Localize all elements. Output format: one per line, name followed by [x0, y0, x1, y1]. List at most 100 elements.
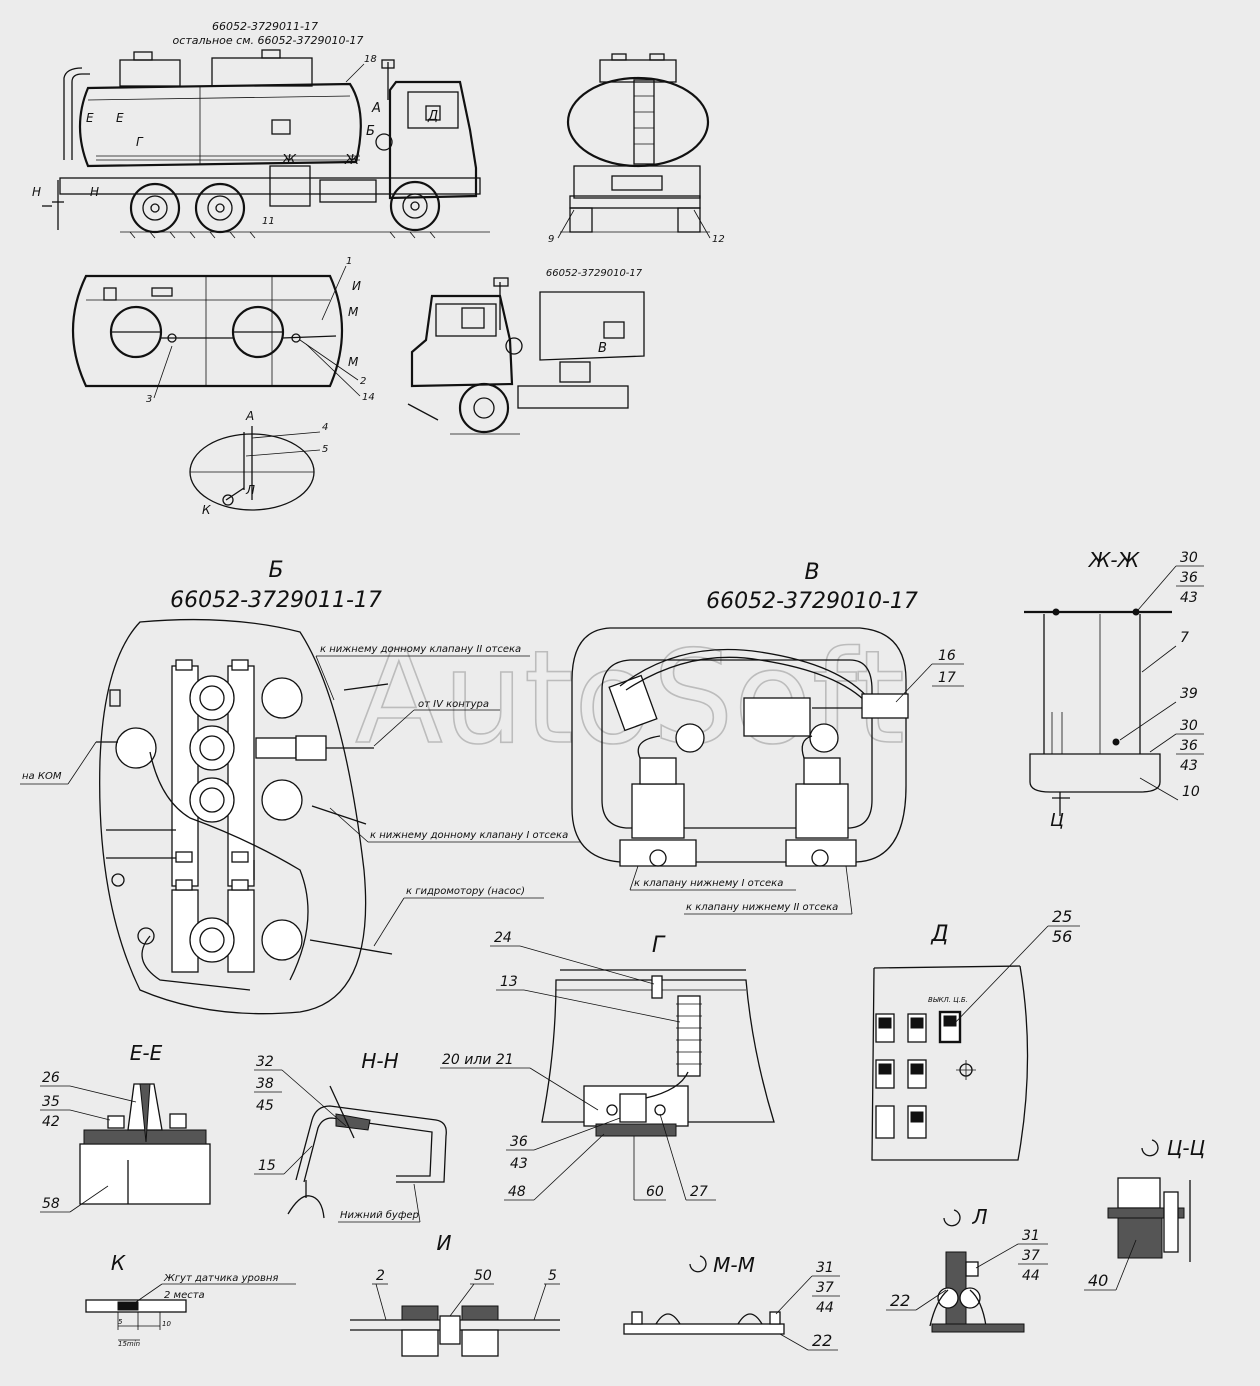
marker-M-bottom: М	[348, 355, 359, 369]
zhzh-callout-43-bottom: 43	[1180, 758, 1198, 774]
marker-D: Д	[427, 109, 438, 124]
marker-A-section: А	[245, 409, 254, 423]
callout-9: 9	[548, 234, 554, 245]
switch-label: ВЫКЛ. Ц.Б.	[928, 996, 968, 1004]
callout-3: 3	[146, 394, 152, 405]
view-I-detail: И 2 50 5	[350, 1231, 560, 1357]
view-ZhZh-section: Ж-Ж Ц 30 36 43 7 39 30 36 43 10	[1024, 548, 1204, 831]
view-L-detail: Л 31 37 44 22	[886, 1205, 1048, 1333]
callout-11: 11	[262, 216, 275, 227]
zhzh-callout-43-top: 43	[1180, 590, 1198, 606]
view-EE-title: Е-Е	[130, 1041, 163, 1065]
marker-I: И	[352, 279, 361, 293]
view-G-title: Г	[652, 933, 666, 958]
marker-M-top: М	[348, 305, 359, 319]
tank-cross-section: А 4 5 К Л	[189, 409, 328, 517]
tanker-rear-view: 9 12	[548, 53, 725, 245]
nn-callout-38: 38	[256, 1076, 274, 1092]
view-K-detail: К 5 10 15min Жгут датчика уровня 2 места	[85, 1251, 296, 1348]
l-callout-22: 22	[890, 1291, 910, 1310]
cabin-view: 66052-3729010-17 В	[407, 268, 645, 435]
l-callout-31: 31	[1022, 1228, 1040, 1244]
marker-V: В	[598, 341, 607, 356]
view-V-subtitle: 66052-3729010-17	[706, 589, 918, 614]
d-callout-56: 56	[1052, 927, 1072, 946]
marker-E-left: Е	[86, 111, 94, 125]
zhzh-callout-30-top: 30	[1180, 550, 1198, 566]
g-callout-43: 43	[510, 1156, 528, 1172]
view-B-subtitle: 66052-3729011-17	[170, 588, 382, 613]
view-D-switch-panel: Д ВЫКЛ. Ц.Б. 25 56	[871, 907, 1080, 1161]
nn-buffer-label: Нижний буфер	[340, 1209, 419, 1221]
annotation-from-circuit-4: от IV контура	[418, 699, 489, 710]
annotation-lower-valve-2: к нижнему донному клапану II отсека	[320, 644, 521, 655]
marker-N-left: Н	[32, 185, 41, 199]
tsts-callout-40: 40	[1088, 1271, 1108, 1290]
switch-grid	[875, 1010, 962, 1139]
view-V-solenoid-block: В 66052-3729010-17 16 17 к клапану нижне…	[571, 560, 964, 915]
g-callout-24: 24	[494, 930, 512, 946]
annotation-to-kom: на КОМ	[22, 771, 62, 782]
view-ZhZh-title: Ж-Ж	[1087, 548, 1141, 572]
view-D-title: Д	[930, 922, 948, 947]
nn-callout-45: 45	[256, 1098, 274, 1114]
marker-N-right: Н	[90, 185, 99, 199]
marker-E-right: Е	[116, 111, 124, 125]
header-model-line1: 66052-3729011-17	[212, 20, 318, 33]
annotation-v-valve-2: к клапану нижнему II отсека	[686, 902, 838, 913]
ee-callout-42: 42	[42, 1114, 60, 1130]
view-EE-section: Е-Е 26 35 42 58	[40, 1041, 211, 1213]
view-NN-section: Н-Н 32 38 45 15 Нижний буфер	[254, 1049, 447, 1223]
tank-plan-view: 1 2 3 14 И М М	[72, 256, 375, 405]
ee-callout-26: 26	[42, 1070, 60, 1086]
annotation-hydromotor: к гидромотору (насос)	[406, 886, 525, 897]
marker-A: А	[371, 101, 381, 116]
k-dim-15: 15min	[118, 1340, 140, 1348]
g-callout-36: 36	[510, 1134, 528, 1150]
mm-callout-22: 22	[812, 1331, 832, 1350]
view-B-title: Б	[268, 558, 283, 583]
view-TsTs-detail: Ц-Ц 40	[1084, 1136, 1205, 1291]
marker-B: Б	[366, 124, 375, 139]
view-L-title: Л	[971, 1205, 987, 1229]
callout-16: 16	[938, 648, 956, 664]
annotation-lower-valve-1: к нижнему донному клапану I отсека	[370, 830, 568, 841]
zhzh-callout-7: 7	[1180, 630, 1189, 646]
callout-1: 1	[346, 256, 352, 267]
nn-callout-32: 32	[256, 1054, 274, 1070]
marker-K: К	[202, 503, 211, 517]
header-model-line2: остальное см. 66052-3729010-17	[173, 34, 364, 47]
k-dim-5: 5	[118, 1318, 123, 1326]
tanker-side-view: 66052-3729011-17 остальное см. 66052-372…	[32, 20, 490, 239]
mm-callout-31: 31	[816, 1260, 834, 1276]
callout-4: 4	[322, 422, 328, 433]
annotation-v-valve-1: к клапану нижнему I отсека	[634, 878, 783, 889]
callout-14: 14	[362, 392, 375, 403]
i-callout-2: 2	[376, 1268, 385, 1284]
zhzh-callout-36-top: 36	[1180, 570, 1198, 586]
callout-17: 17	[938, 670, 956, 686]
i-callout-5: 5	[548, 1268, 557, 1284]
marker-G: Г	[136, 135, 144, 149]
view-TsTs-title: Ц-Ц	[1167, 1136, 1205, 1160]
k-places-label: 2 места	[164, 1290, 205, 1301]
mm-callout-37: 37	[816, 1280, 834, 1296]
g-callout-13: 13	[500, 974, 518, 990]
view-I-title: И	[437, 1231, 452, 1255]
ee-callout-58: 58	[42, 1196, 60, 1212]
l-callout-44: 44	[1022, 1268, 1040, 1284]
marker-Zh-right: Ж	[344, 153, 360, 168]
zhzh-callout-36-bottom: 36	[1180, 738, 1198, 754]
l-callout-37: 37	[1022, 1248, 1040, 1264]
zhzh-callout-39: 39	[1180, 686, 1198, 702]
g-callout-48: 48	[508, 1184, 526, 1200]
zhzh-callout-30-bottom: 30	[1180, 718, 1198, 734]
mm-callout-44: 44	[816, 1300, 834, 1316]
callout-18: 18	[364, 54, 377, 65]
callout-12: 12	[712, 234, 725, 245]
side-model-label: 66052-3729010-17	[546, 268, 643, 279]
view-MM-title: М-М	[713, 1253, 755, 1277]
view-NN-title: Н-Н	[361, 1049, 398, 1073]
ee-callout-35: 35	[42, 1094, 60, 1110]
